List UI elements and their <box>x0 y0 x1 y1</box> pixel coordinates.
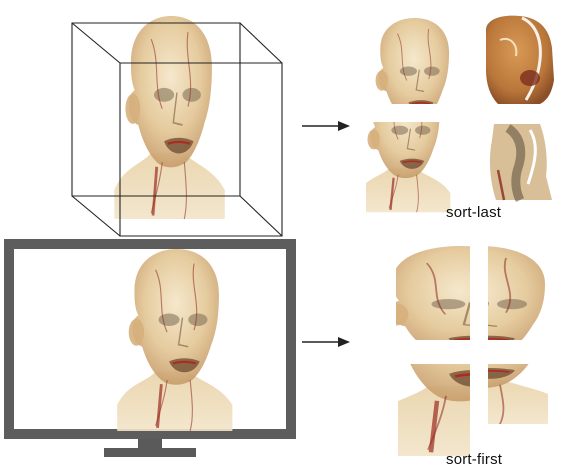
monitor <box>4 239 296 457</box>
label-sort-first: sort-first <box>446 451 502 468</box>
arrow-right-top <box>302 121 350 131</box>
monitor-neck <box>138 439 162 448</box>
sort-last-fragments <box>358 16 554 213</box>
label-sort-last: sort-last <box>446 204 501 221</box>
fragment-head-bottom-sagittal <box>490 124 552 200</box>
volume-head-with-bounding-box <box>72 16 282 236</box>
fragment-head-top-sagittal <box>486 16 554 104</box>
arrow-right-bottom <box>302 337 350 347</box>
monitor-stand <box>104 448 196 457</box>
sort-first-tiles <box>365 241 566 456</box>
